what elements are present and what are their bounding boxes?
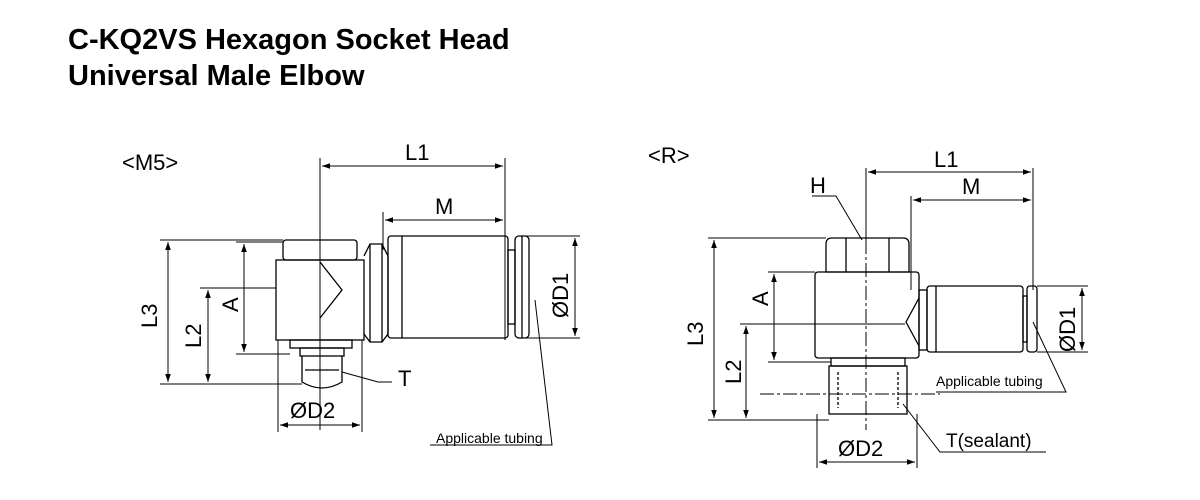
r-body bbox=[814, 271, 920, 359]
m5-l1-label: L1 bbox=[405, 140, 429, 165]
r-view: <R> bbox=[648, 143, 1088, 468]
page-title: C-KQ2VS Hexagon Socket Head Universal Ma… bbox=[68, 22, 510, 94]
m5-d1-label: ØD1 bbox=[548, 273, 573, 318]
title-line-1: C-KQ2VS Hexagon Socket Head bbox=[68, 24, 510, 56]
title-line-2: Universal Male Elbow bbox=[68, 60, 365, 92]
r-a-label: A bbox=[748, 291, 773, 306]
m5-dimensions bbox=[160, 158, 580, 446]
r-l3-label: L3 bbox=[683, 322, 708, 346]
r-d1-label: ØD1 bbox=[1055, 307, 1080, 352]
m5-view: <M5> bbox=[122, 140, 580, 446]
r-m-label: M bbox=[962, 174, 980, 199]
m5-l2-label: L2 bbox=[181, 324, 206, 348]
r-fitting-body bbox=[926, 285, 1024, 353]
r-thread bbox=[828, 365, 908, 415]
m5-v-groove bbox=[319, 261, 343, 319]
r-h-label: H bbox=[810, 173, 826, 198]
r-v-groove bbox=[905, 297, 920, 347]
m5-tubing-label: Applicable tubing bbox=[436, 430, 543, 446]
m5-thread bbox=[301, 356, 343, 389]
r-l2-label: L2 bbox=[721, 360, 746, 384]
r-l1-label: L1 bbox=[934, 147, 958, 172]
m5-hex-neck bbox=[363, 243, 389, 343]
m5-l3-label: L3 bbox=[137, 304, 162, 328]
m5-t-label: T bbox=[398, 366, 411, 391]
r-d2-label: ØD2 bbox=[838, 436, 883, 461]
m5-m-label: M bbox=[435, 194, 453, 219]
r-tubing-label: Applicable tubing bbox=[936, 373, 1043, 389]
r-dimensions bbox=[708, 168, 1088, 468]
m5-fitting-body bbox=[387, 235, 509, 339]
r-t-label: T(sealant) bbox=[946, 431, 1032, 452]
r-top-hex bbox=[825, 237, 910, 273]
m5-view-label: <M5> bbox=[122, 150, 178, 175]
m5-a-label: A bbox=[218, 297, 243, 312]
r-release-button bbox=[1026, 285, 1038, 353]
r-view-label: <R> bbox=[648, 143, 690, 168]
m5-d2-label: ØD2 bbox=[290, 398, 335, 423]
